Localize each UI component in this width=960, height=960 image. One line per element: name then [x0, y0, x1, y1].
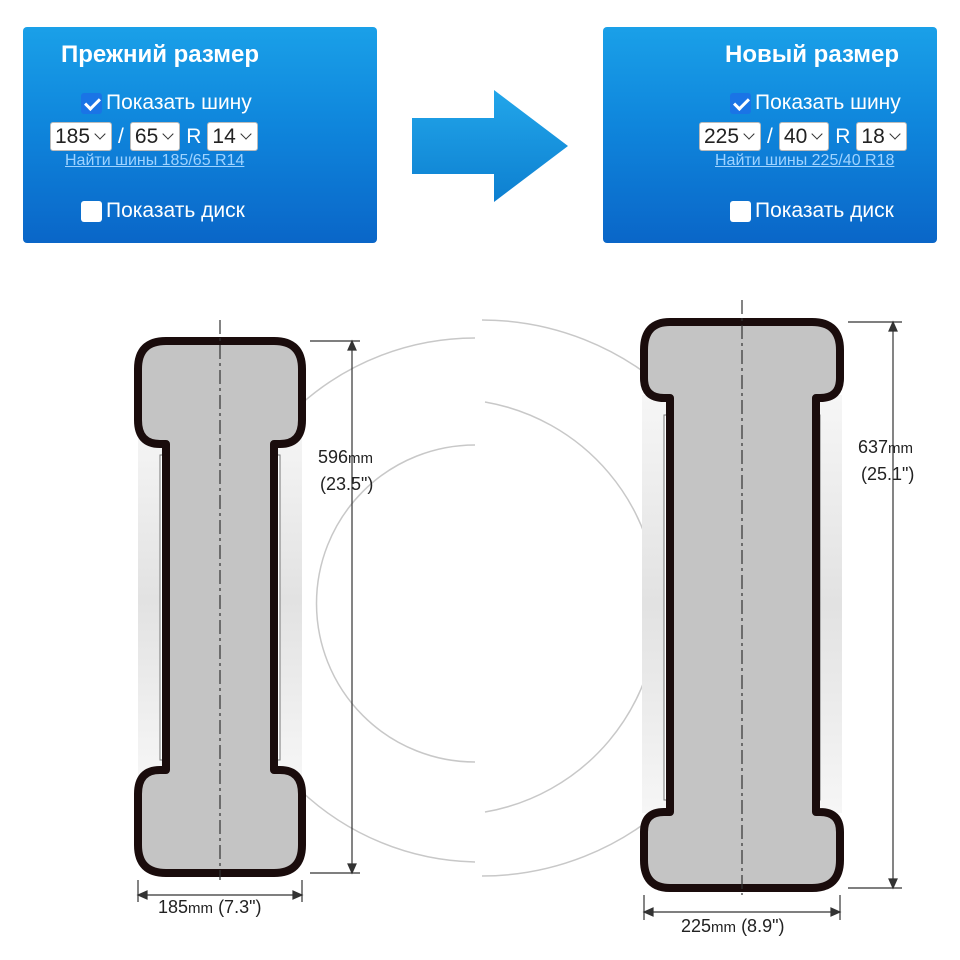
old-outer-arc-top — [299, 337, 476, 406]
old-size-title: Прежний размер — [61, 41, 260, 68]
old-show-tire-row[interactable]: Показать шину — [81, 91, 252, 115]
new-size-selectors: 225 / 40 R 18 — [699, 122, 907, 151]
new-dimension-lines — [642, 320, 902, 920]
old-size-selectors: 185 / 65 R 14 — [50, 122, 258, 151]
chevron-down-icon — [240, 128, 252, 140]
old-width-value: 185 — [55, 124, 91, 148]
chevron-down-icon — [162, 128, 174, 140]
new-profile-value: 40 — [783, 124, 808, 148]
old-profile-value: 65 — [134, 124, 159, 148]
new-rim-select[interactable]: 18 — [856, 122, 907, 151]
old-diameter-label: 596mm — [318, 447, 373, 467]
old-profile-select[interactable]: 65 — [129, 122, 181, 151]
chevron-down-icon — [889, 128, 901, 140]
chevron-down-icon — [94, 128, 106, 140]
old-show-disk-row[interactable]: Показать диск — [81, 199, 245, 223]
old-inner-arc — [315, 444, 476, 763]
new-show-disk-label: Показать диск — [755, 199, 894, 222]
chevron-down-icon — [743, 128, 755, 140]
old-width-select[interactable]: 185 — [50, 122, 113, 151]
old-size-panel: Прежний размер Показать шину 185 / 65 R … — [23, 27, 377, 243]
new-show-tire-row[interactable]: Показать шину — [730, 91, 901, 115]
new-width-value: 225 — [704, 124, 740, 148]
new-profile-select[interactable]: 40 — [778, 122, 830, 151]
old-show-disk-label: Показать диск — [106, 199, 245, 222]
arrow-right-icon — [412, 90, 568, 202]
checkbox-empty-icon[interactable] — [730, 200, 751, 222]
old-separator: / — [118, 124, 124, 148]
new-rim-value: 18 — [861, 124, 885, 148]
old-rim-select[interactable]: 14 — [207, 122, 258, 151]
old-find-tires-link[interactable]: Найти шины 185/65 R14 — [65, 152, 245, 169]
new-inner-arc — [484, 401, 659, 813]
old-tire-cross-section — [134, 320, 306, 880]
checkbox-checked-icon[interactable] — [730, 92, 751, 114]
new-tire-cross-section — [640, 300, 844, 895]
old-diameter-inches: (23.5") — [320, 474, 373, 494]
chevron-down-icon — [811, 128, 823, 140]
old-show-tire-label: Показать шину — [106, 91, 252, 114]
new-show-disk-row[interactable]: Показать диск — [730, 199, 894, 223]
new-width-label: 225mm (8.9") — [681, 916, 784, 936]
new-find-tires-link[interactable]: Найти шины 225/40 R18 — [715, 152, 895, 169]
new-diameter-label: 637mm — [858, 437, 913, 457]
old-outer-arc-bottom — [299, 789, 476, 863]
new-size-panel: Новый размер Показать шину 225 / 40 R 18… — [603, 27, 937, 243]
new-width-select[interactable]: 225 — [699, 122, 762, 151]
checkbox-checked-icon[interactable] — [81, 92, 102, 114]
new-separator: / — [767, 124, 773, 148]
old-rim-value: 14 — [212, 124, 236, 148]
old-rim-prefix: R — [186, 124, 202, 148]
old-width-label: 185mm (7.3") — [158, 897, 261, 917]
new-diameter-inches: (25.1") — [861, 464, 914, 484]
old-dimension-lines — [136, 339, 360, 902]
new-rim-prefix: R — [835, 124, 851, 148]
tire-comparison-diagram: 596mm (23.5") 185mm (7.3") 637mm (25.1")… — [134, 300, 914, 936]
new-size-title: Новый размер — [725, 41, 900, 68]
checkbox-empty-icon[interactable] — [81, 200, 102, 222]
new-show-tire-label: Показать шину — [755, 91, 901, 114]
